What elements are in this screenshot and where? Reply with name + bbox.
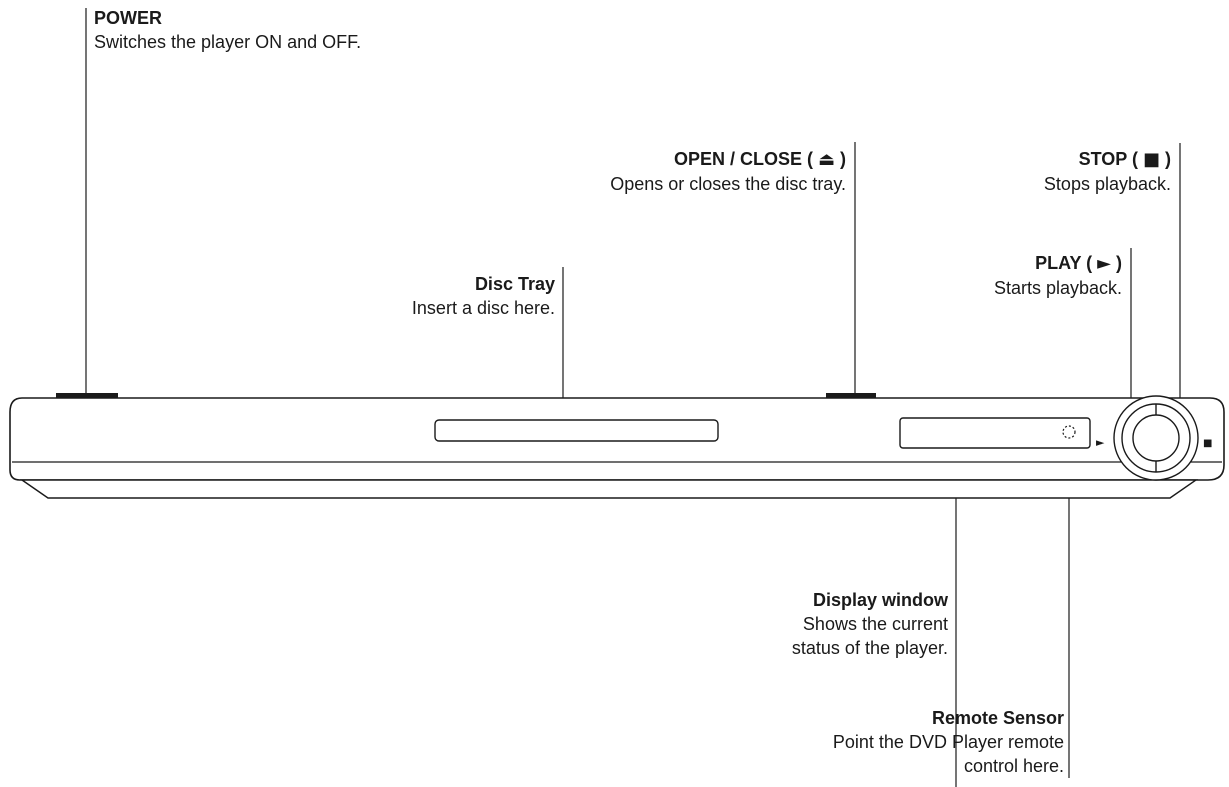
open-close-title-text: OPEN / CLOSE ( [673,149,818,169]
panel-play-symbol: ► [1096,436,1105,449]
callout-disc-tray: Disc Tray Insert a disc here. [412,272,555,320]
panel-stop-symbol: ■ [1203,438,1212,449]
stop-title: STOP ( ■ ) [1044,147,1171,172]
callout-play: PLAY ( ► ) Starts playback. [994,251,1122,300]
stop-title-text: STOP ( [1078,149,1143,169]
stop-desc: Stops playback. [1043,174,1171,194]
remote-sensor-desc-line1: Point the DVD Player remote [832,732,1064,752]
disc-tray-desc: Insert a disc here. [411,298,555,318]
callout-power: POWER Switches the player ON and OFF. [94,6,361,54]
callout-stop: STOP ( ■ ) Stops playback. [1044,147,1171,196]
stop-icon: ■ [1142,149,1160,170]
power-title: POWER [94,8,163,28]
display-window-title: Display window [812,590,948,610]
open-close-title: OPEN / CLOSE ( ⏏ ) [610,147,846,172]
control-dial [1113,395,1199,481]
play-title-text: PLAY ( [1035,253,1098,273]
power-desc: Switches the player ON and OFF. [94,32,362,52]
play-title-close: ) [1111,253,1122,273]
eject-icon: ⏏ [817,149,835,170]
remote-sensor-title: Remote Sensor [931,708,1064,728]
display-window-desc-line2: status of the player. [791,638,948,658]
stop-title-close: ) [1160,149,1171,169]
disc-tray-title: Disc Tray [474,274,555,294]
open-close-title-close: ) [835,149,846,169]
play-stop-knob[interactable] [1132,414,1180,462]
play-icon: ► [1097,253,1111,274]
remote-sensor-icon [1062,425,1076,439]
player-base [19,479,1199,499]
remote-sensor-desc-line2: control here. [963,756,1064,776]
display-window-desc-line1: Shows the current [802,614,948,634]
display-window-callout-visible: Display window Shows the current status … [792,588,948,660]
open-close-desc: Opens or closes the disc tray. [610,174,846,194]
display-window-frame [899,417,1091,449]
power-button[interactable] [56,393,118,398]
callout-remote-sensor: Remote Sensor Point the DVD Player remot… [833,706,1064,778]
play-title: PLAY ( ► ) [994,251,1122,276]
disc-tray-slot[interactable] [434,419,719,442]
callout-open-close: OPEN / CLOSE ( ⏏ ) Opens or closes the d… [610,147,846,196]
play-desc: Starts playback. [993,278,1122,298]
open-close-button[interactable] [826,393,876,398]
